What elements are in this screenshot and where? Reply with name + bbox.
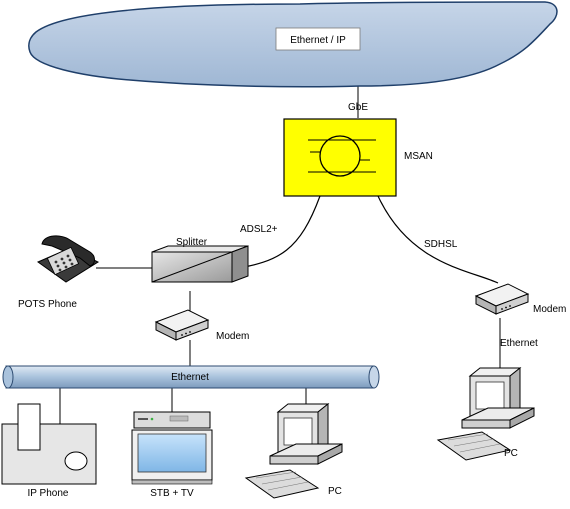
ip-phone-icon — [1, 403, 97, 485]
computer-icon — [244, 402, 343, 499]
msan-node — [283, 118, 397, 197]
sdhsl-link — [377, 195, 499, 284]
bus-label: Ethernet — [171, 372, 209, 383]
gbe-label: GbE — [348, 102, 368, 113]
splitter-label: Splitter — [176, 237, 208, 248]
ethernet-right-label: Ethernet — [500, 338, 538, 349]
msan-label: MSAN — [404, 151, 433, 162]
sdhsl-label: SDHSL — [424, 239, 458, 250]
pc-right-label: PC — [504, 448, 518, 459]
splitter-device — [151, 245, 249, 283]
pc-left-label: PC — [328, 486, 342, 497]
modem-left-label: Modem — [216, 331, 249, 342]
telephone-icon — [36, 235, 100, 283]
modem-right-label: Modem — [533, 304, 566, 315]
stb-tv-label: STB + TV — [150, 488, 194, 499]
modem-right-device — [474, 283, 530, 315]
modem-left-device — [154, 309, 210, 341]
cloud-label-box — [275, 27, 361, 51]
ethernet-ip-cloud: Ethernet / IP — [28, 1, 558, 88]
ethernet-bus — [2, 365, 380, 389]
ip-phone-label: IP Phone — [28, 488, 69, 499]
stb-tv-icon — [131, 411, 213, 485]
computer-icon — [436, 366, 535, 461]
pots-phone-label: POTS Phone — [18, 299, 77, 310]
adsl-label: ADSL2+ — [240, 224, 278, 235]
cloud-label: Ethernet / IP — [290, 35, 346, 46]
